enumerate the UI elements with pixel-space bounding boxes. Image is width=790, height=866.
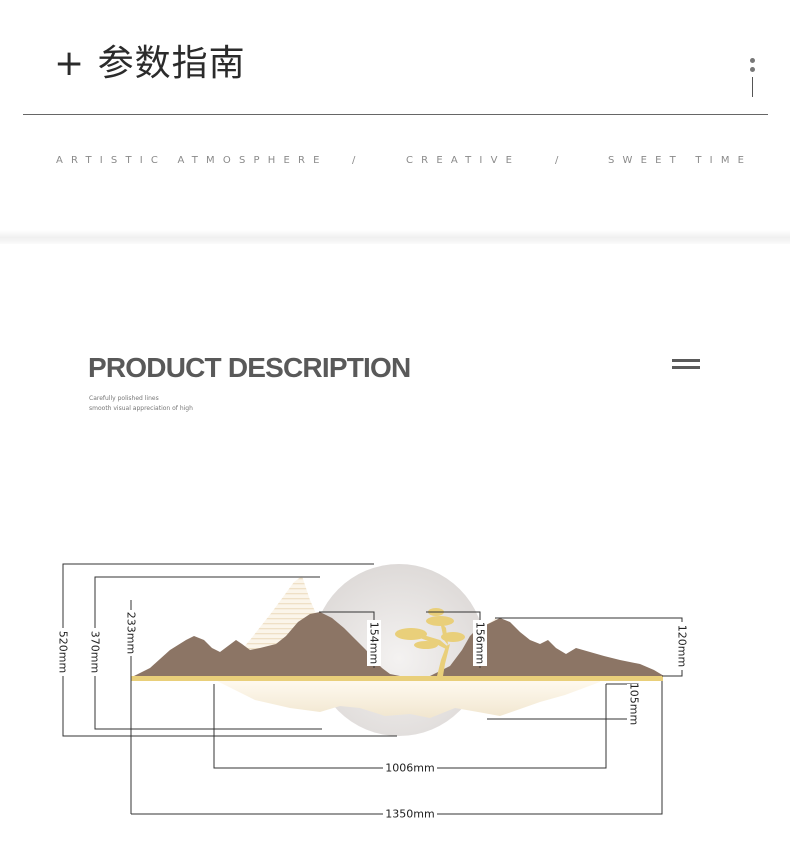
product-subtitle-line: smooth visual appreciation of high [89,405,193,412]
band-divider-shadow [0,230,790,244]
product-subtitle-line: Carefully polished lines [89,395,159,402]
header-rule [23,114,768,115]
dot-icon-bar [752,77,753,97]
dim-label-1350: 1350mm [385,808,434,821]
label-backgrounds [56,610,689,822]
tagline-separator: / [555,155,567,166]
dim-label-156: 156mm [474,622,487,664]
tagline-artistic-atmosphere: ARTISTIC ATMOSPHERE [56,155,328,166]
section-title: + 参数指南 [54,43,246,84]
hamburger-icon[interactable] [672,359,700,371]
header-band [0,0,790,238]
mountain-silhouette [134,612,664,676]
dim-line-1350 [131,681,663,815]
tagline-creative: CREATIVE [406,155,521,166]
lamp-dimension-drawing: 520mm 370mm 233mm 154mm 156mm 120mm 105m… [56,563,689,822]
dot-icon-middle [750,67,755,72]
dim-label-370: 370mm [89,631,102,673]
gold-base-bar [131,676,663,681]
dim-label-105: 105mm [628,683,641,725]
product-title: PRODUCT DESCRIPTION [88,352,411,383]
dim-label-520: 520mm [57,631,70,673]
dim-label-154: 154mm [368,622,381,664]
hamburger-line [672,359,700,362]
golden-tree [395,608,465,676]
dim-label-120: 120mm [676,625,689,667]
vertical-dots-icon[interactable] [748,56,758,100]
tagline-sweet-time: SWEET TIME [608,155,753,166]
hamburger-line [672,366,700,369]
dim-label-1006: 1006mm [385,762,434,775]
lower-glow [215,680,600,718]
dim-label-233: 233mm [125,612,138,654]
dot-icon-top [750,58,755,63]
tagline-separator: / [352,155,364,166]
